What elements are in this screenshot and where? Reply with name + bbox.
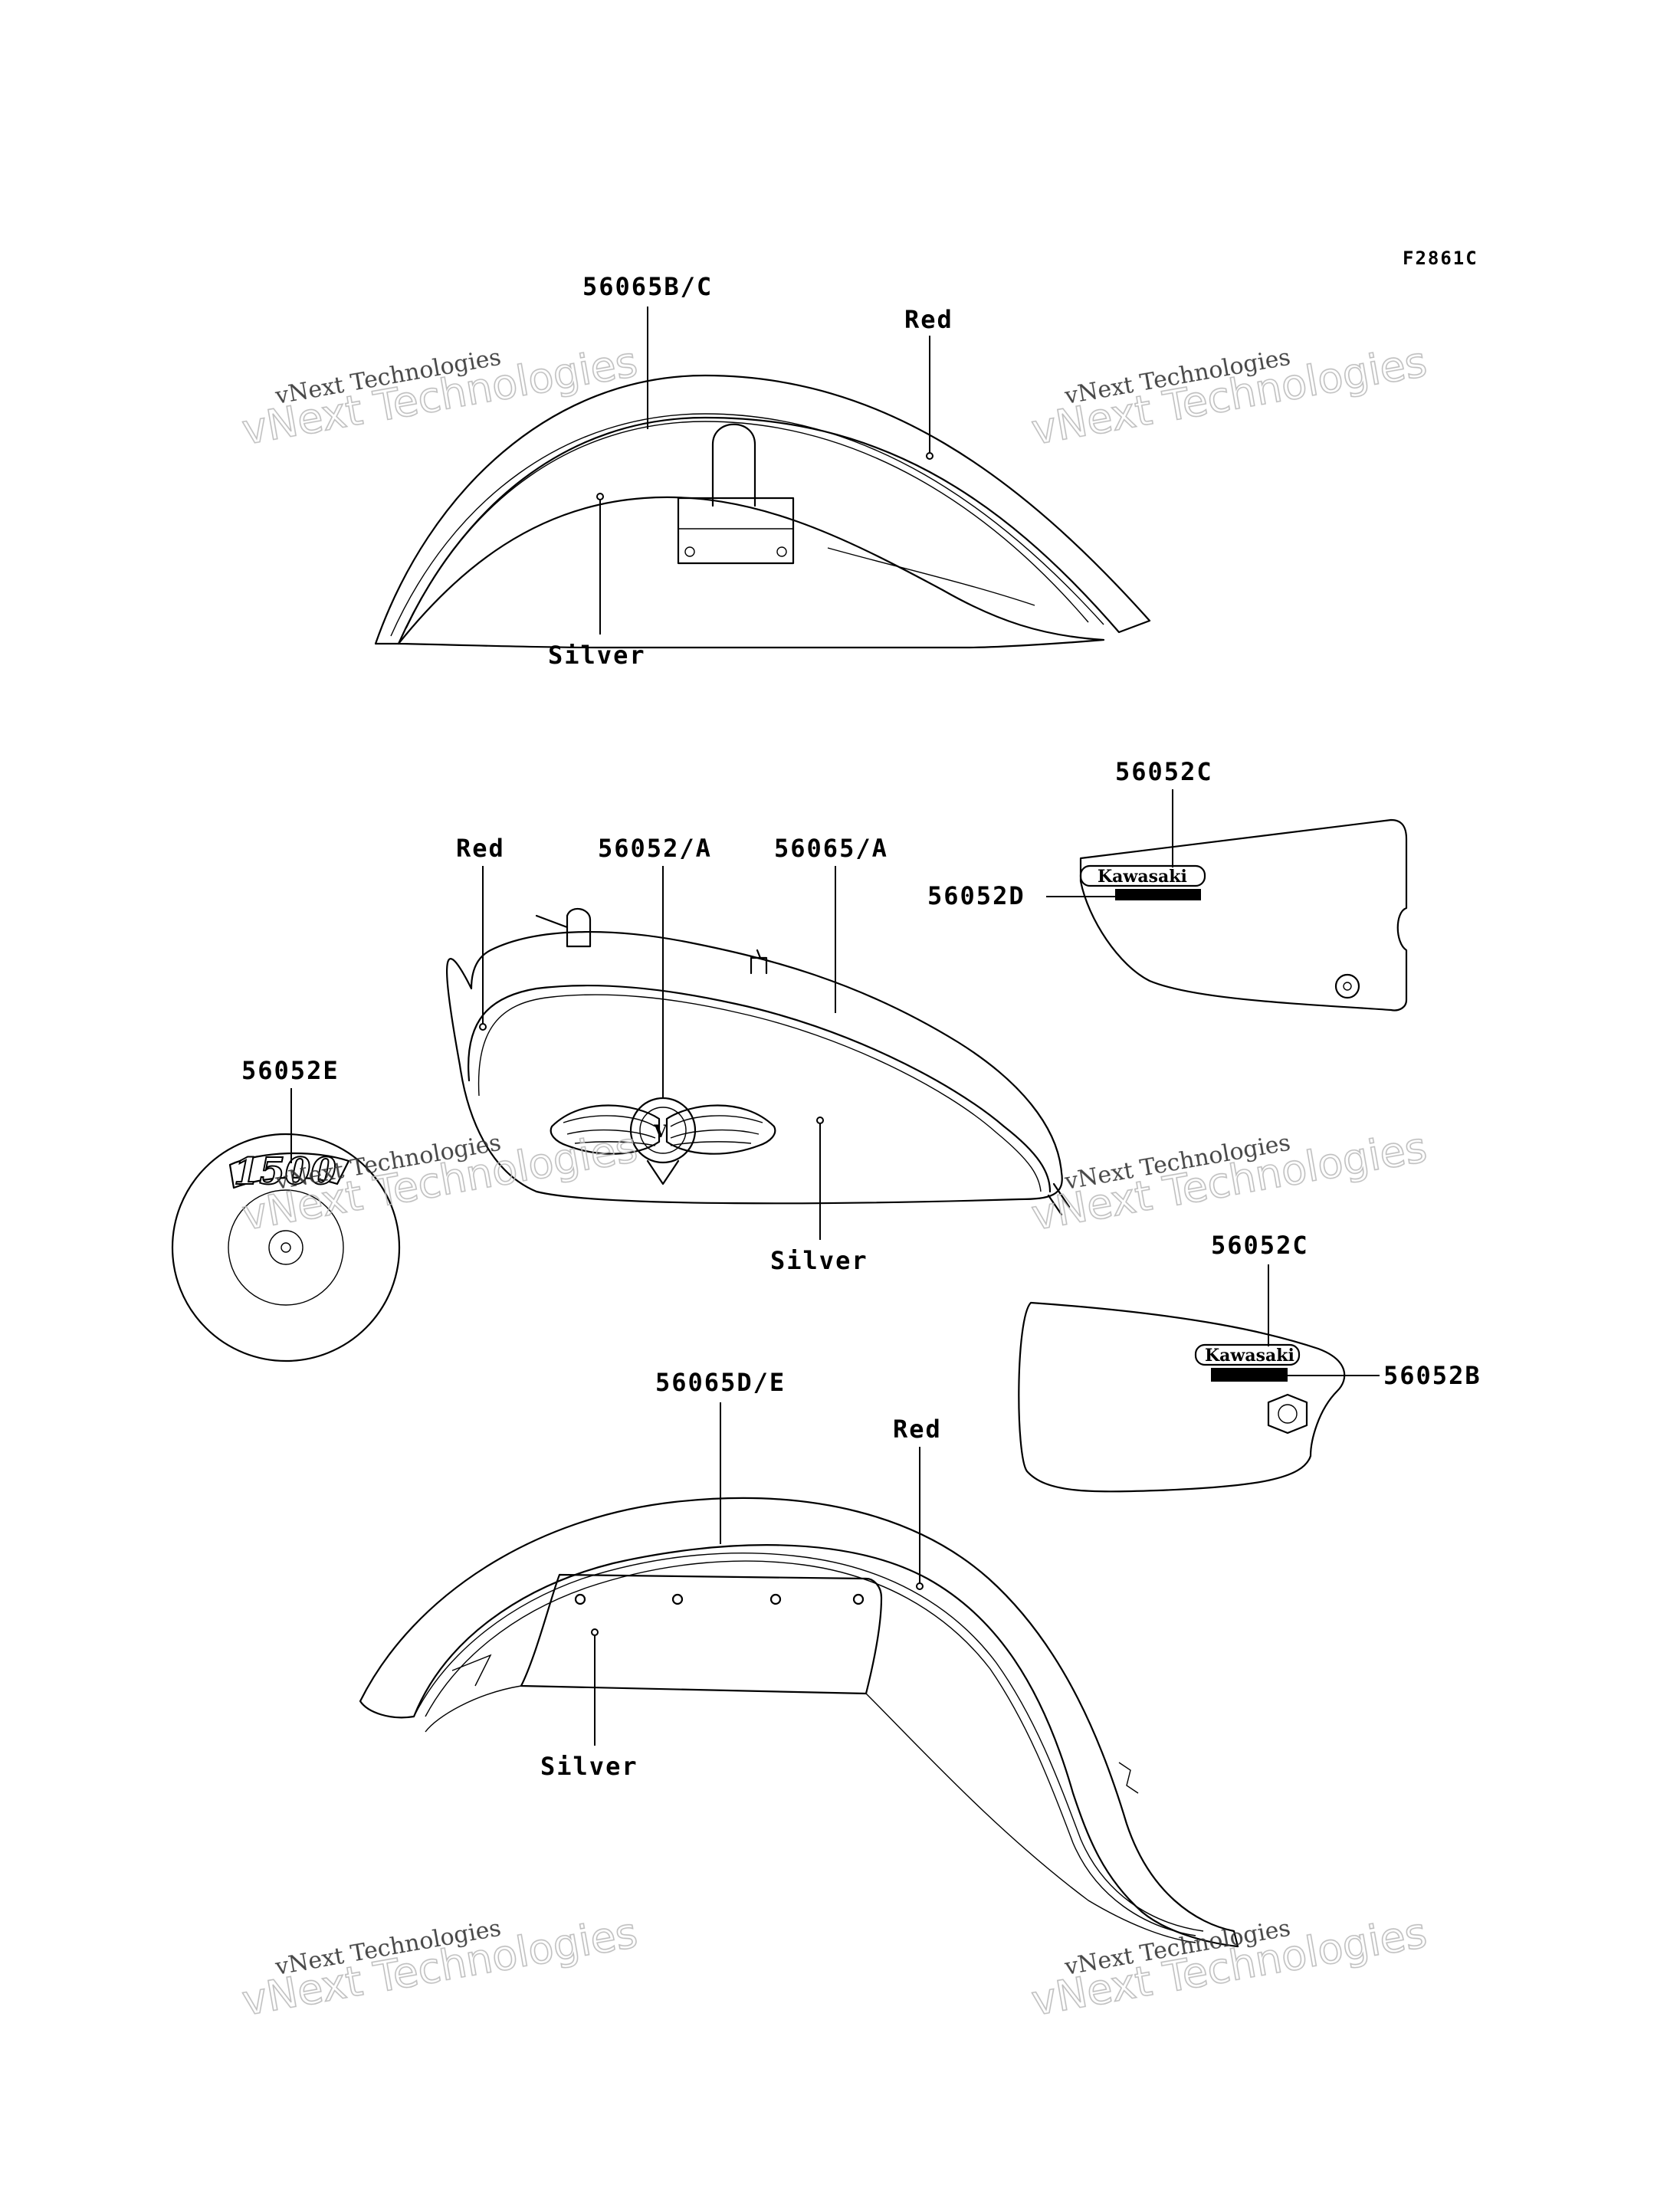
right-side-cover: Kawasaki	[1046, 789, 1408, 1012]
watermarks: vNext Technologies vNext Technologies vN…	[238, 336, 1431, 2025]
left-cover-brand: Kawasaki	[1205, 1346, 1294, 1366]
tank-emblem: V	[550, 1097, 776, 1185]
rear-fender-red-point	[916, 1582, 924, 1590]
fuel-tank: V	[446, 866, 1071, 1240]
figure-id: F2861C	[1403, 248, 1478, 269]
callout-56065-a: 56065/A	[774, 834, 888, 863]
callout-56065b-c: 56065B/C	[582, 272, 713, 301]
callout-front-fender-silver: Silver	[548, 641, 646, 670]
tank-silver-point	[816, 1117, 824, 1124]
tank-red-point	[479, 1023, 487, 1031]
callout-56052e: 56052E	[241, 1056, 340, 1085]
rear-fender	[359, 1402, 1239, 1948]
callout-56052d: 56052D	[927, 881, 1025, 910]
callout-rear-fender-red: Red	[893, 1415, 942, 1444]
callout-left-cover-56052c: 56052C	[1211, 1231, 1309, 1260]
callout-tank-silver: Silver	[770, 1246, 868, 1275]
callout-front-fender-red: Red	[904, 305, 953, 334]
front-fender	[374, 307, 1151, 649]
callout-rear-fender-silver: Silver	[540, 1752, 638, 1781]
air-cleaner-badge: 1500	[171, 1088, 401, 1362]
right-cover-brand: Kawasaki	[1098, 867, 1187, 887]
callout-56065d-e: 56065D/E	[655, 1368, 786, 1397]
callout-56052b: 56052B	[1383, 1361, 1481, 1390]
front-fender-silver-point	[596, 493, 604, 500]
callout-right-cover-56052c: 56052C	[1115, 757, 1213, 786]
front-fender-red-point	[926, 452, 934, 460]
callout-56052-a: 56052/A	[598, 834, 712, 863]
air-cleaner-displacement: 1500	[234, 1150, 336, 1193]
left-side-cover: Kawasaki	[1018, 1264, 1380, 1493]
rear-fender-silver-point	[591, 1628, 599, 1636]
left-cover-badge-strip	[1211, 1368, 1288, 1382]
callout-tank-red: Red	[456, 834, 505, 863]
tank-emblem-letter: V	[653, 1122, 668, 1142]
right-cover-badge-strip	[1115, 889, 1201, 900]
